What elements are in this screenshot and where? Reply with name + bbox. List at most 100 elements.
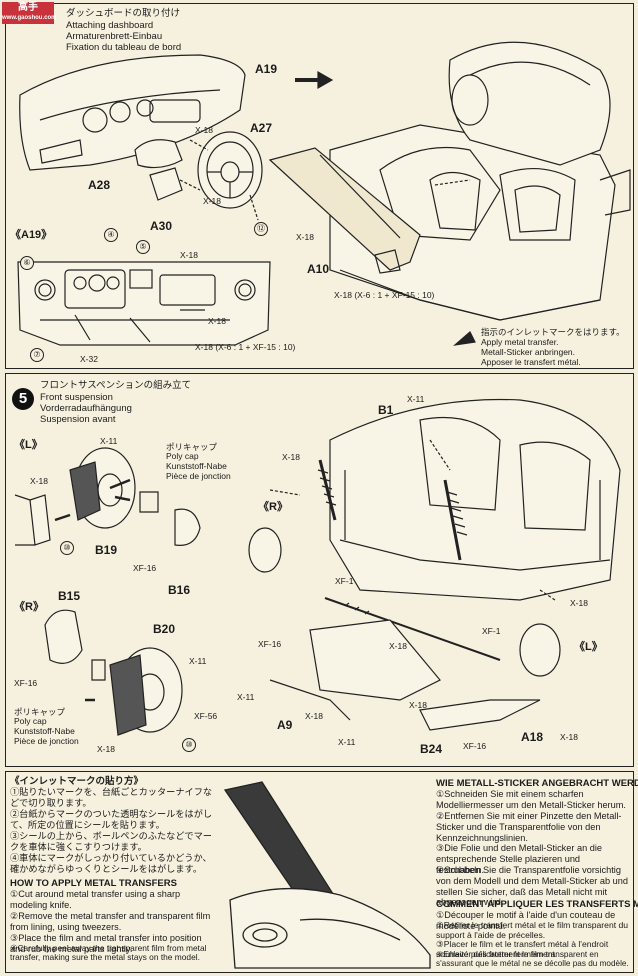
callout-4: ④ [104,228,118,242]
polycap-ja-top: ポリキャップ [166,442,218,452]
logo-text: 高手 [18,2,38,13]
paint-x18-f: X-18 [409,700,427,710]
callout-10-a: ⑩ [60,541,74,555]
callout-6: ⑥ [20,256,34,270]
de-step-1: ①Schneiden Sie mit einem scharfen Modell… [436,789,626,810]
side-label-l-top: 《L》 [14,439,43,451]
part-label-a10: A10 [307,262,330,276]
step4-title-fr: Fixation du tableau de bord [66,42,182,53]
en-step-1: ①Cut around metal transfer using a sharp… [10,889,181,910]
note-ja: 指示のインレットマークをはります。 [481,327,625,337]
part-label-b15: B15 [58,589,81,603]
note-en: Apply metal transfer. [481,337,559,347]
ja-step-1: ①貼りたいマークを、台紙ごとカッターナイフなどで切り取ります。 [10,787,213,808]
ja-step-3: ③シールの上から、ボールペンのふたなどでマークを車体に強くこすりつけます。 [10,831,212,852]
part-label-b1: B1 [378,403,394,417]
part-label-a27: A27 [250,121,273,135]
part-label-a18: A18 [521,730,544,744]
paint-x18-d: X-18 [570,598,588,608]
paint-x11-b: X-11 [189,656,207,666]
en-step-2: ②Remove the metal transfer and transpare… [10,911,211,932]
side-label-l-right: 《L》 [574,641,603,653]
polycap-en-top: Poly cap [166,451,199,461]
step5-title-ja: フロントサスペンションの組み立て [40,380,192,391]
fr-heading: COMMENT APPLIQUER LES TRANSFERTS METAL [436,899,638,910]
polycap-de-bottom: Kunststoff-Nabe [14,726,75,736]
callout-10-b: ⑩ [182,738,196,752]
en-heading: HOW TO APPLY METAL TRANSFERS [10,878,177,889]
paint-x18-h: X-18 [560,732,578,742]
screw-x18-a: X-18 [195,125,213,135]
ja-step-4: ④車体にマークがしっかり付いているかどうか、確かめながらゆっくりとシールをはがし… [10,853,212,874]
step4-title-de: Armaturenbrett-Einbau [66,31,163,42]
paint-xf16-c: XF-16 [258,639,282,649]
step5-title-fr: Suspension avant [40,414,116,425]
en-step-3: ③Place the film and metal transfer into … [10,933,202,954]
paint-x11-a: X-11 [100,436,118,446]
fr-step-3: ③Placer le film et le transfert métal à … [436,939,609,959]
fr-step-1: ①Découper le motif à l'aide d'un couteau… [436,910,616,931]
paint-xf16-a: XF-16 [133,563,157,573]
paint-xf56: XF-56 [194,711,218,721]
paint-mix-tub: X-18 (X-6 : 1 + XF-15 : 10) [334,290,435,300]
step5-number-badge: 5 [12,388,34,410]
part-label-a19: A19 [255,62,278,76]
note-de: Metall-Sticker anbringen. [481,347,576,357]
logo-url: www.gaoshou.com [2,15,57,21]
part-label-a30: A30 [150,219,173,233]
polycap-ja-bottom: ポリキャップ [14,707,66,717]
part-label-a9: A9 [277,718,293,732]
de-heading: WIE METALL-STICKER ANGEBRACHT WERDEN [436,778,638,789]
de-step-4: ④Schaben Sie die Transparentfolie vorsic… [436,865,629,908]
callout-12: ⑫ [254,222,268,236]
paint-x18-c: X-18 [282,452,300,462]
screw-x18-e: X-18 [208,316,226,326]
screw-x18-c: X-18 [180,250,198,260]
paint-xf16-b: XF-16 [14,678,38,688]
callout-7: ⑦ [30,348,44,362]
fr-step-4: ④Enlever délicatement le film transparen… [436,950,629,968]
paint-x18-e: X-18 [389,641,407,651]
paint-xf1-a: XF-1 [335,576,354,586]
side-label-r-left: 《R》 [14,601,44,613]
de-step-3: ③Die Folie und den Metall-Sticker an die… [436,843,603,875]
en-step-4: ④Carefully peel away the transparent fil… [10,943,207,962]
callout-5: ⑤ [136,240,150,254]
paint-x11-c: X-11 [407,394,425,404]
paint-mix-dashboard: X-18 (X-6 : 1 + XF-15 : 10) [195,342,296,352]
fr-step-2: ②Retirer le transfert métal et le film t… [436,920,629,940]
step4-title-en: Attaching dashboard [66,20,154,31]
screw-x18-d: X-18 [296,232,314,242]
paint-x18-g: X-18 [305,711,323,721]
polycap-fr-bottom: Pièce de jonction [14,736,79,746]
paint-xf1-b: XF-1 [482,626,501,636]
polycap-en-bottom: Poly cap [14,716,47,726]
paint-x11-e: X-11 [338,737,356,747]
ja-step-2: ②台紙からマークのついた透明なシールをはがして、所定の位置にシールを貼ります。 [10,809,213,830]
side-label-r-mid: 《R》 [258,501,288,513]
step5-title-de: Vorderradaufhängung [40,403,132,414]
step5-title-en: Front suspension [40,392,113,403]
part-label-b20: B20 [153,622,176,636]
site-logo: 高手 www.gaoshou.com [2,2,57,24]
ja-heading: 《インレットマークの貼り方》 [10,776,144,787]
note-fr: Apposer le transfert métal. [481,357,581,367]
paint-x18-b: X-18 [97,744,115,754]
polycap-fr-top: Pièce de jonction [166,471,231,481]
screw-x18-b: X-18 [203,196,221,206]
screw-x32: X-32 [80,354,98,364]
polycap-de-top: Kunststoff-Nabe [166,461,227,471]
paint-xf16-d: XF-16 [463,741,487,751]
part-label-b24: B24 [420,742,443,756]
de-step-2: ②Entfernen Sie mit einer Pinzette den Me… [436,811,622,843]
part-label-b19: B19 [95,543,118,557]
part-label-b16: B16 [168,583,191,597]
part-label-a28: A28 [88,178,111,192]
step4-title-ja: ダッシュボードの取り付け [66,8,181,19]
paint-x11-d: X-11 [237,692,255,702]
detail-label-a19: 《A19》 [10,229,53,241]
